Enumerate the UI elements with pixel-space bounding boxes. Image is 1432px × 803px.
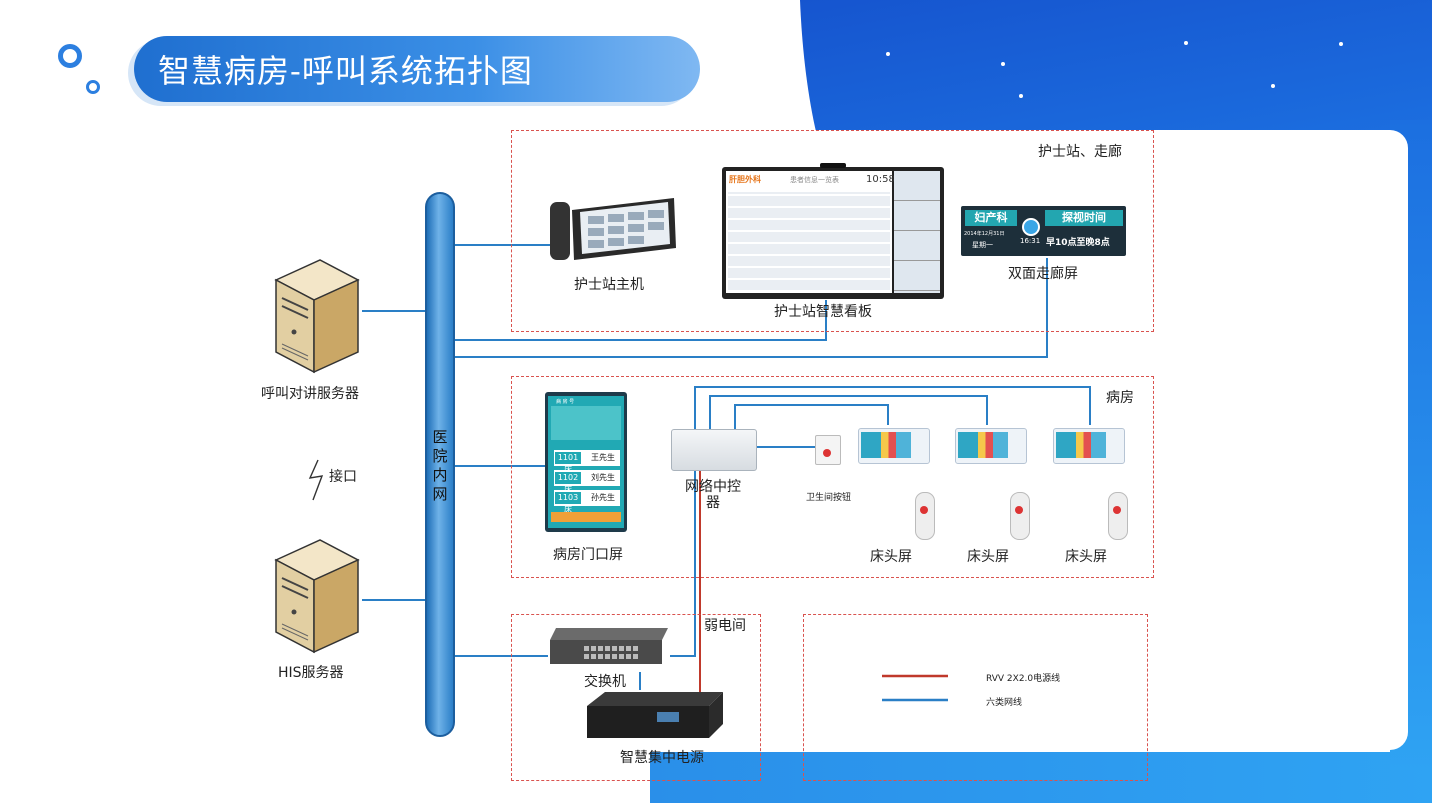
door-patient-name: 王先生 <box>591 453 615 462</box>
star-decoration <box>1184 41 1188 45</box>
power-supply-label: 智慧集中电源 <box>620 750 704 766</box>
background-blue-bottom <box>650 752 1432 803</box>
corridor-visit-hours: 早10点至晚8点 <box>1046 238 1110 248</box>
line-nurse-board <box>455 300 827 341</box>
handheld-caller-icon <box>915 492 935 540</box>
line-bed-1 <box>734 404 889 430</box>
call-server-label: 呼叫对讲服务器 <box>261 386 359 402</box>
nurse-host-icon <box>550 198 676 260</box>
title-ring-decoration <box>58 44 82 68</box>
door-bed-number: 1102床 <box>555 472 581 494</box>
corridor-visit-title: 探视时间 <box>1045 210 1123 226</box>
legend-net-label: 六类网线 <box>986 698 1023 708</box>
toilet-button-red <box>823 449 831 457</box>
nurse-board-label: 护士站智慧看板 <box>774 304 872 320</box>
nurse-board-dept: 肝胆外科 <box>729 175 761 184</box>
handheld-caller-button <box>1113 506 1121 514</box>
handheld-caller-button <box>1015 506 1023 514</box>
nurse-board-doctor-photos <box>894 171 940 293</box>
bedside-label-3: 床头屏 <box>1065 549 1107 565</box>
corridor-dept: 妇产科 <box>965 210 1017 226</box>
his-server-label: HIS服务器 <box>278 665 344 681</box>
legend-power-label: RVV 2X2.0电源线 <box>986 674 1061 684</box>
bus-label: 医院内网 <box>432 428 448 503</box>
switch-label: 交换机 <box>584 674 626 690</box>
zone-nurse-station <box>511 130 1154 332</box>
line-bed-3 <box>670 386 1091 657</box>
star-decoration <box>886 52 890 56</box>
title-banner <box>134 36 700 102</box>
corridor-clock: 16:31 <box>1020 237 1041 245</box>
legend-box <box>803 614 1148 781</box>
nurse-board-time: 10:58 <box>866 174 895 185</box>
star-decoration <box>1001 62 1005 66</box>
nurse-board-grid <box>728 192 890 290</box>
nurse-board-header: 患者信息一览表 <box>790 176 839 184</box>
interface-label: 接口 <box>329 469 357 485</box>
corridor-date: 2014年12月31日 <box>964 231 1005 237</box>
corridor-weekday: 星期一 <box>972 241 993 249</box>
bedside-label-2: 床头屏 <box>967 549 1009 565</box>
corridor-screen-label: 双面走廊屏 <box>1008 266 1078 282</box>
handheld-caller-icon <box>1108 492 1128 540</box>
handheld-caller-button <box>920 506 928 514</box>
door-bed-number: 1103床 <box>555 492 581 514</box>
zone-ward-label: 病房 <box>1106 390 1134 406</box>
bedside-display <box>861 432 911 458</box>
page-title: 智慧病房-呼叫系统拓扑图 <box>158 52 533 90</box>
title-ring-decoration <box>86 80 100 94</box>
network-controller-label: 网络中控器 <box>680 479 746 511</box>
clock-icon <box>1022 218 1040 236</box>
nurse-board-camera <box>820 163 846 168</box>
door-patient-name: 刘先生 <box>591 473 615 482</box>
background-blue-top <box>800 0 1432 140</box>
nurse-host-label: 护士站主机 <box>574 277 644 293</box>
handheld-caller-icon <box>1010 492 1030 540</box>
door-screen-label: 病房门口屏 <box>553 547 623 563</box>
door-patient-name: 孙先生 <box>591 493 615 502</box>
line-corridor <box>455 258 1048 358</box>
call-server-icon <box>274 259 360 374</box>
zone-ward <box>511 376 1154 578</box>
door-info-panel <box>551 406 621 440</box>
star-decoration <box>1339 42 1343 46</box>
star-decoration <box>1019 94 1023 98</box>
zone-weak-room <box>511 614 761 781</box>
zone-weak-room-label: 弱电间 <box>704 618 746 634</box>
lightning-icon <box>308 459 324 501</box>
network-controller-text: 网络中控器 <box>685 479 741 511</box>
switch-icon <box>548 624 670 668</box>
zone-nurse-station-label: 护士站、走廊 <box>1038 144 1122 160</box>
his-server-icon <box>274 539 360 654</box>
star-decoration <box>1271 84 1275 88</box>
door-status-bar <box>551 512 621 522</box>
door-room-number: 病 房 号 <box>556 399 575 405</box>
bedside-display <box>1056 432 1106 458</box>
power-supply-icon <box>585 690 725 742</box>
line-bed-2 <box>709 395 988 430</box>
door-bed-number: 1101床 <box>555 452 581 474</box>
toilet-button-label: 卫生间按钮 <box>806 493 852 503</box>
bedside-label-1: 床头屏 <box>870 549 912 565</box>
bedside-display <box>958 432 1008 458</box>
network-controller-icon <box>671 429 757 471</box>
hospital-network-bus <box>425 192 455 737</box>
